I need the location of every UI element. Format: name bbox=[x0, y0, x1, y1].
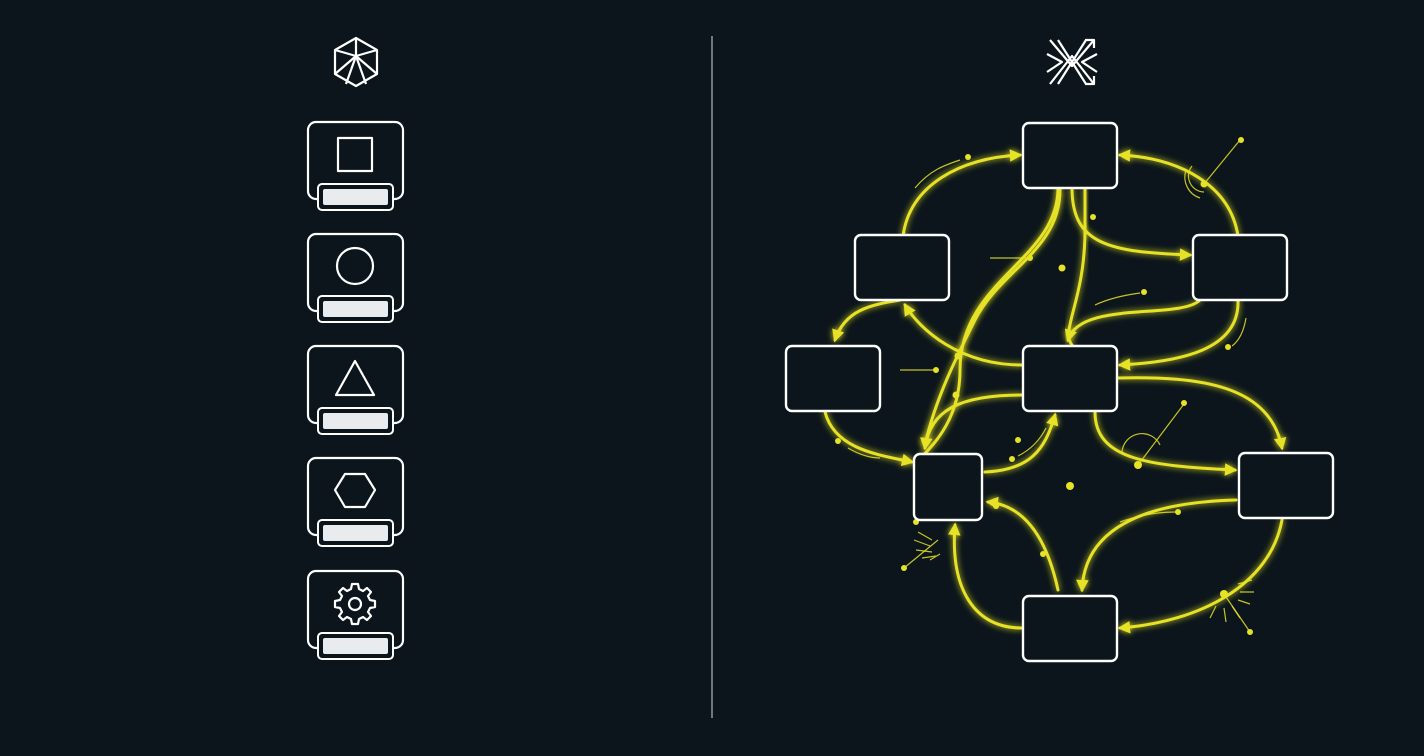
node-upper-left[interactable] bbox=[853, 233, 951, 302]
flow-connectors bbox=[823, 149, 1287, 634]
wireframe-polyhedron-icon bbox=[333, 36, 379, 88]
flow-path bbox=[1117, 149, 1240, 238]
node-middle-left[interactable] bbox=[784, 344, 882, 413]
circle-icon bbox=[335, 246, 375, 286]
flow-path bbox=[832, 298, 902, 343]
tool-tile-gear[interactable] bbox=[306, 569, 405, 660]
flow-path bbox=[1116, 376, 1287, 451]
flow-path bbox=[913, 186, 1060, 467]
flow-path bbox=[901, 149, 1023, 238]
node-upper-right[interactable] bbox=[1191, 233, 1289, 302]
triangle-icon bbox=[334, 359, 376, 397]
tool-tile-square[interactable] bbox=[306, 120, 405, 211]
flow-path bbox=[1076, 498, 1238, 593]
flow-path bbox=[1070, 186, 1193, 261]
flow-path bbox=[1093, 410, 1238, 476]
node-lower-right[interactable] bbox=[1237, 451, 1335, 520]
right-panel bbox=[784, 38, 1335, 663]
flow-path bbox=[920, 393, 1024, 451]
flow-path bbox=[983, 412, 1059, 474]
node-lower-left[interactable] bbox=[912, 452, 984, 522]
flow-path bbox=[1117, 298, 1240, 371]
flow-path bbox=[1064, 298, 1202, 343]
diagram-nodes bbox=[784, 121, 1335, 663]
network-star-icon bbox=[1046, 38, 1098, 86]
tool-tile-triangle[interactable] bbox=[306, 344, 405, 435]
node-top[interactable] bbox=[1021, 121, 1119, 190]
flow-path bbox=[1117, 518, 1284, 634]
tool-tile-circle[interactable] bbox=[306, 232, 405, 323]
gear-icon bbox=[333, 582, 377, 626]
square-icon bbox=[336, 136, 374, 173]
node-center[interactable] bbox=[1021, 344, 1119, 413]
tool-tile-hexagon[interactable] bbox=[306, 456, 405, 547]
flow-path bbox=[903, 302, 1024, 367]
flow-path bbox=[823, 410, 915, 467]
flow-path bbox=[985, 496, 1060, 592]
left-panel bbox=[306, 36, 405, 660]
flow-path bbox=[923, 188, 1062, 447]
hexagon-icon bbox=[333, 472, 377, 509]
node-bottom[interactable] bbox=[1021, 594, 1119, 663]
flow-path bbox=[947, 522, 1024, 630]
